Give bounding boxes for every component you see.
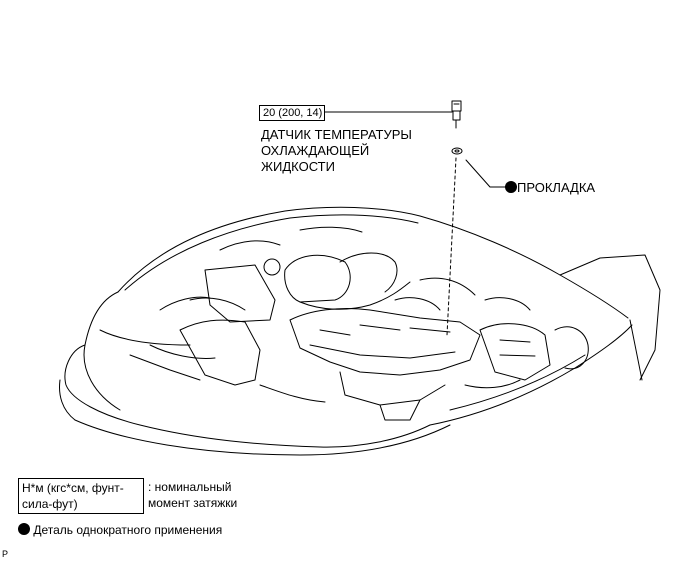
reservoir-cap (263, 258, 281, 276)
air-filter-housing (284, 254, 351, 303)
engine-block (289, 308, 481, 376)
single-use-dot-icon (505, 181, 517, 193)
legend-torque-units-box: Н*м (кгс*см, фунт- сила-фут) (18, 478, 144, 514)
gasket-label-text: ПРОКЛАДКА (517, 180, 596, 195)
legend-torque-desc-line: момент затяжки (148, 496, 238, 510)
legend-torque-units-line: Н*м (кгс*см, фунт- (22, 481, 124, 495)
hood-outline (117, 206, 629, 319)
torque-spec-value: 20 (200, 14) (263, 107, 323, 119)
battery-box (204, 264, 276, 323)
single-use-dot-icon (18, 523, 30, 535)
right-component (479, 323, 551, 381)
legend-torque-units-line: сила-фут) (22, 497, 78, 511)
left-fender (83, 291, 121, 411)
sensor-label: ДАТЧИК ТЕМПЕРАТУРЫ ОХЛАЖДАЮЩЕЙ ЖИДКОСТИ (261, 127, 412, 175)
coolant-temperature-sensor (451, 100, 462, 129)
gasket-ring (451, 147, 463, 155)
legend-single-use: Деталь однократного применения (18, 522, 222, 538)
corner-mark: P (2, 549, 9, 559)
gasket-label: ПРОКЛАДКА (505, 180, 595, 196)
gasket-leader-line (465, 159, 506, 188)
sensor-label-line: ДАТЧИК ТЕМПЕРАТУРЫ (261, 127, 412, 142)
torque-spec-box: 20 (200, 14) (259, 105, 325, 121)
legend-single-use-text: Деталь однократного применения (33, 523, 223, 537)
legend-torque-desc: : номинальный момент затяжки (148, 479, 237, 511)
radiator-area (179, 319, 261, 386)
cowl-line (429, 324, 633, 426)
install-dashed-line (446, 157, 457, 336)
legend-torque-desc-line: : номинальный (148, 480, 232, 494)
sensor-label-line: ЖИДКОСТИ (261, 159, 335, 174)
sensor-label-line: ОХЛАЖДАЮЩЕЙ (261, 143, 370, 158)
